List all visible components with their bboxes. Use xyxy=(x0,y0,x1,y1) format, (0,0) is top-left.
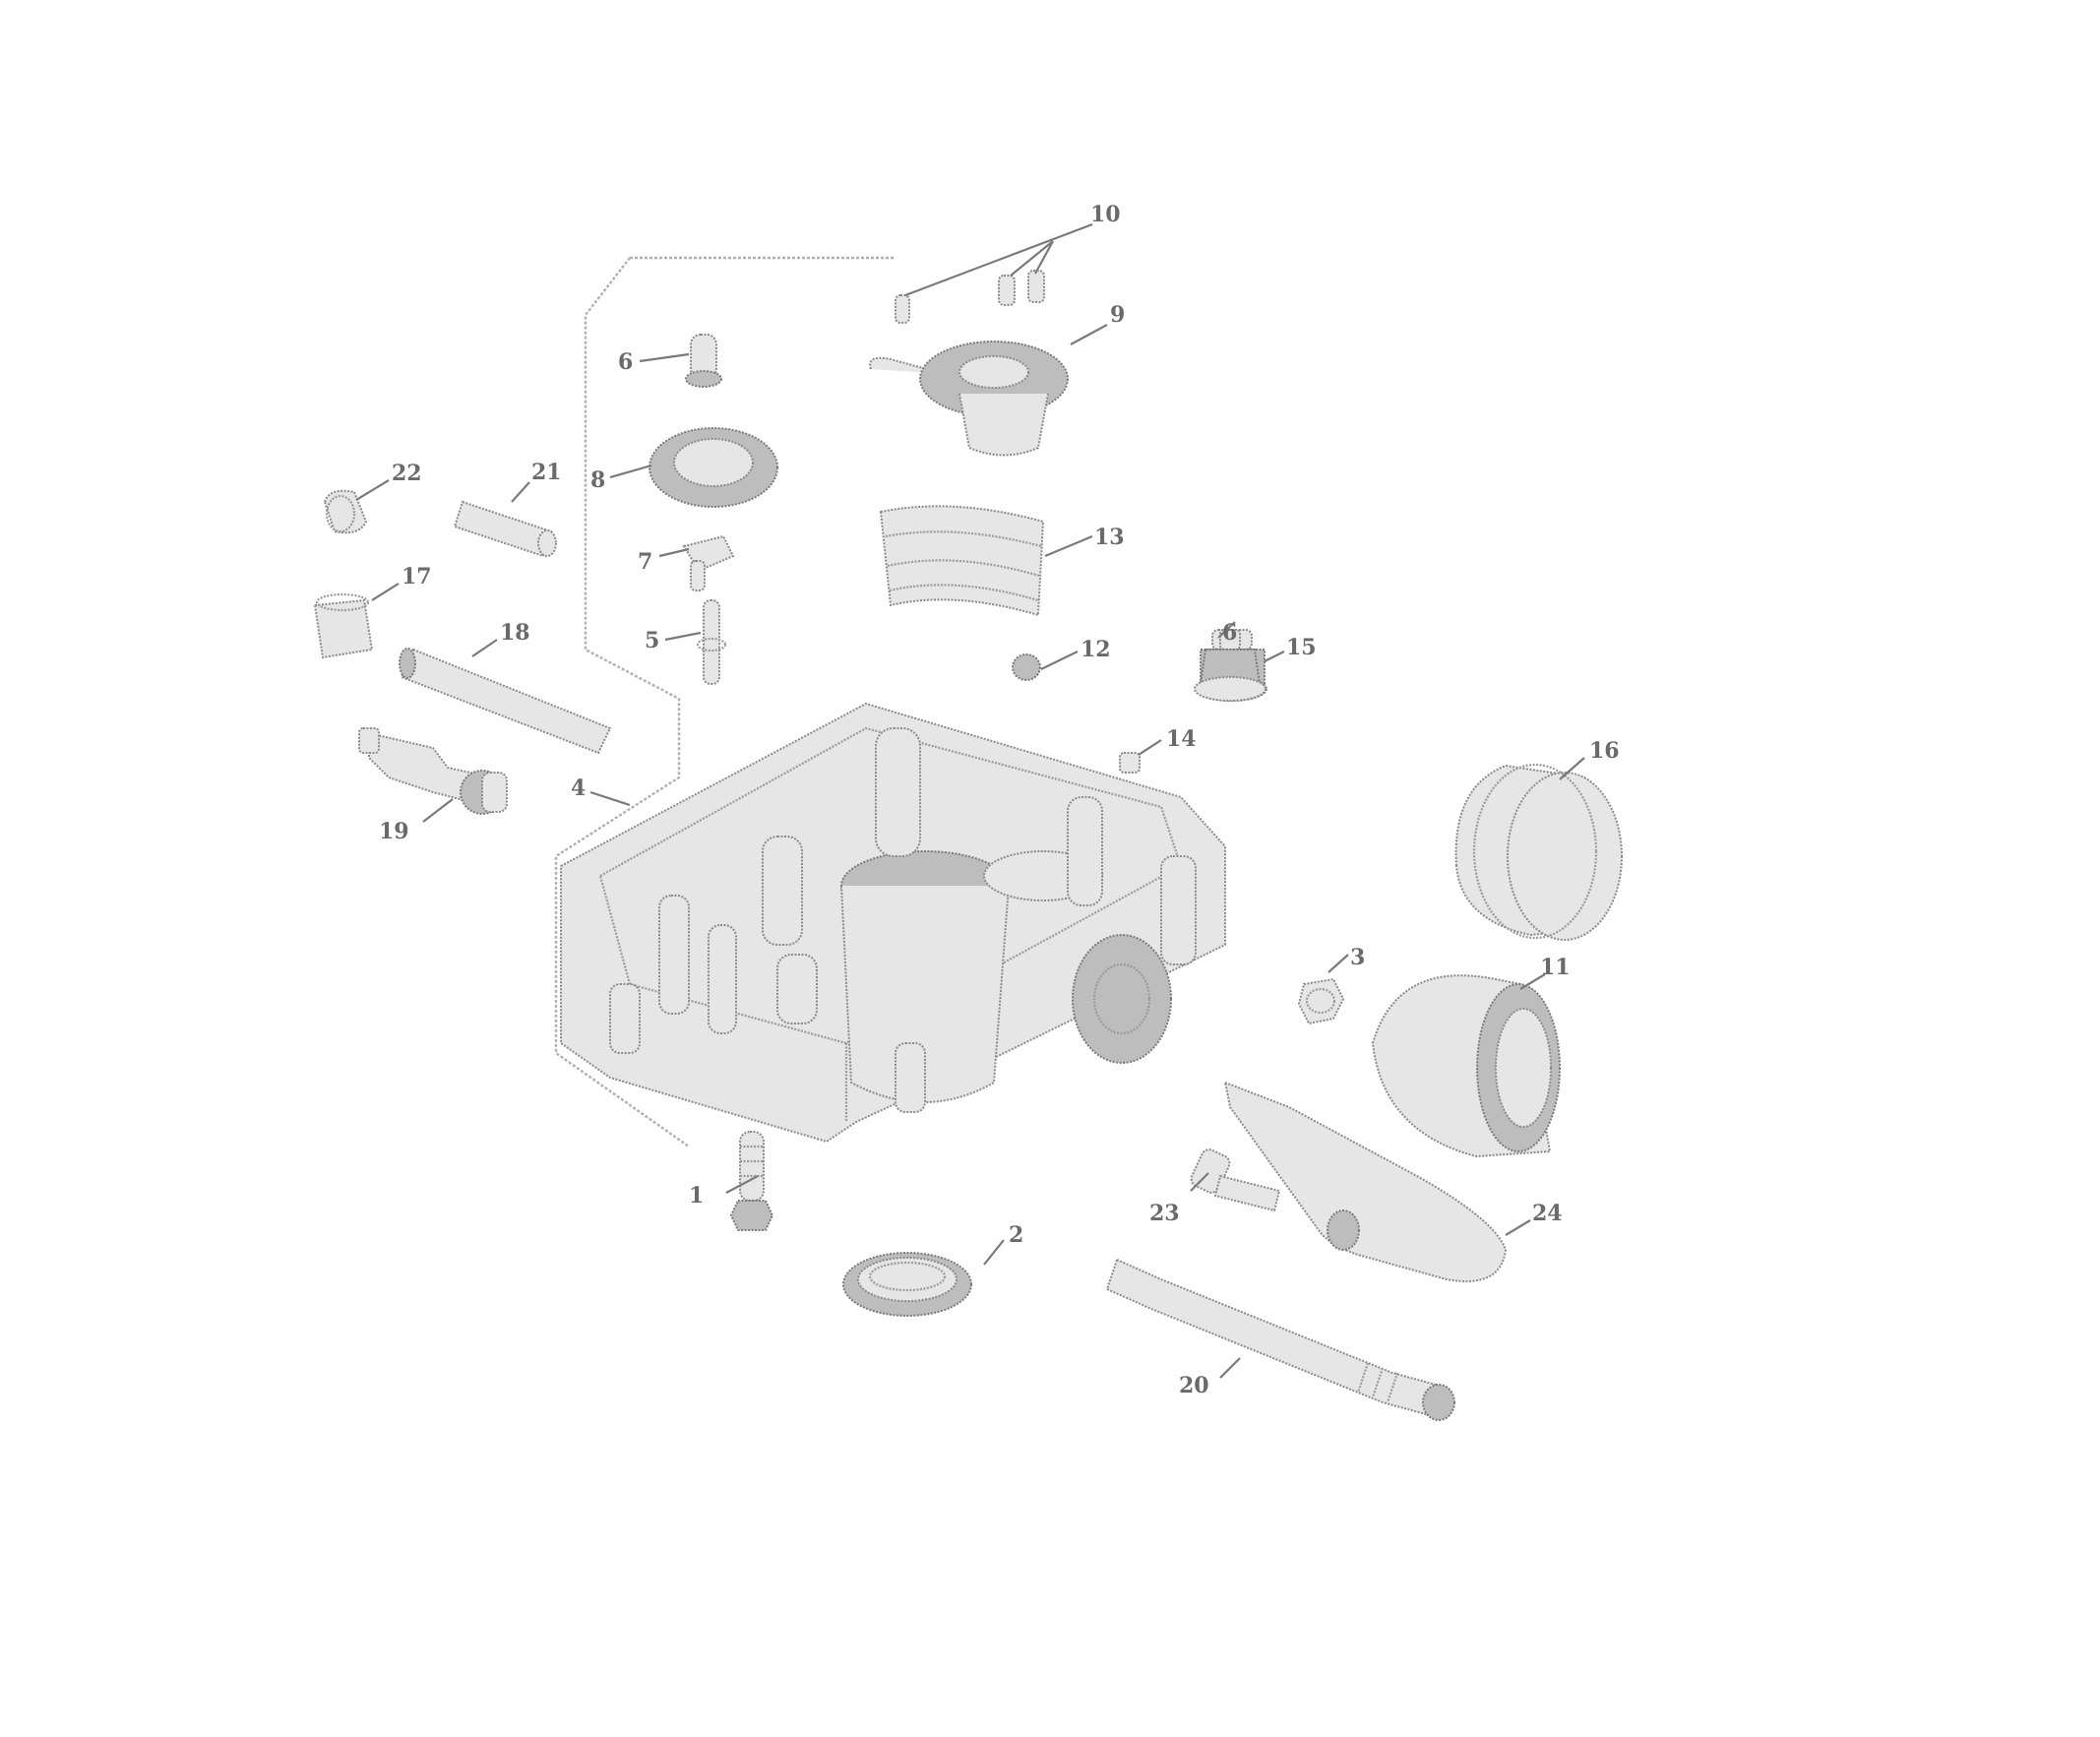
part-11-oil-filter xyxy=(1371,974,1561,1158)
callout-14: 14 xyxy=(1166,726,1197,752)
part-9-camshaft-gear xyxy=(869,341,1069,457)
part-13-screen xyxy=(879,505,1045,617)
part-17-coupling-nut xyxy=(313,592,374,659)
part-8-gear xyxy=(649,427,778,508)
part-14-plug xyxy=(1119,752,1141,774)
callout-6-right: 6 xyxy=(1222,620,1237,646)
part-5-pin xyxy=(696,599,727,685)
part-22-cap xyxy=(323,489,368,534)
part-12-ball xyxy=(1012,653,1041,681)
callout-5: 5 xyxy=(645,628,659,653)
part-20-dipstick-tube xyxy=(1105,1258,1455,1421)
part-21-sleeve xyxy=(453,500,557,558)
callout-21: 21 xyxy=(531,460,562,485)
callout-24: 24 xyxy=(1532,1201,1563,1226)
leader-lines xyxy=(355,222,1585,1379)
callout-15: 15 xyxy=(1286,635,1317,660)
callout-6: 6 xyxy=(618,349,633,375)
callout-19: 19 xyxy=(379,819,409,844)
part-15-breather-valve xyxy=(1194,629,1266,702)
callout-9: 9 xyxy=(1110,302,1125,328)
callout-11: 11 xyxy=(1540,955,1571,980)
part-6-bushing xyxy=(685,334,722,388)
callout-3: 3 xyxy=(1350,945,1365,970)
assembly-boundary-outline xyxy=(554,256,896,1148)
callout-2: 2 xyxy=(1009,1222,1023,1248)
part-24-dipstick xyxy=(1223,1081,1508,1282)
part-10-screws xyxy=(895,270,1045,324)
part-7-governor-arm xyxy=(682,534,735,591)
callout-13: 13 xyxy=(1094,525,1125,550)
callout-16: 16 xyxy=(1589,738,1620,764)
part-19-fitting-assembly xyxy=(358,727,508,815)
callout-4: 4 xyxy=(571,775,586,801)
part-4-crankcase-sump xyxy=(560,702,1226,1144)
part-2-oil-seal xyxy=(842,1252,972,1317)
part-16-filter-cartridge xyxy=(1454,763,1623,941)
callout-22: 22 xyxy=(392,461,422,486)
part-18-tube xyxy=(399,648,612,755)
callout-18: 18 xyxy=(500,620,530,646)
callout-12: 12 xyxy=(1081,637,1111,662)
callout-1: 1 xyxy=(689,1183,704,1209)
callout-23: 23 xyxy=(1149,1201,1180,1226)
callout-20: 20 xyxy=(1179,1373,1209,1398)
callout-17: 17 xyxy=(401,564,432,589)
callout-7: 7 xyxy=(638,549,652,575)
callout-10: 10 xyxy=(1090,202,1121,227)
part-3-plug xyxy=(1297,977,1345,1025)
part-1-bolt xyxy=(729,1131,774,1231)
callout-8: 8 xyxy=(590,467,605,493)
